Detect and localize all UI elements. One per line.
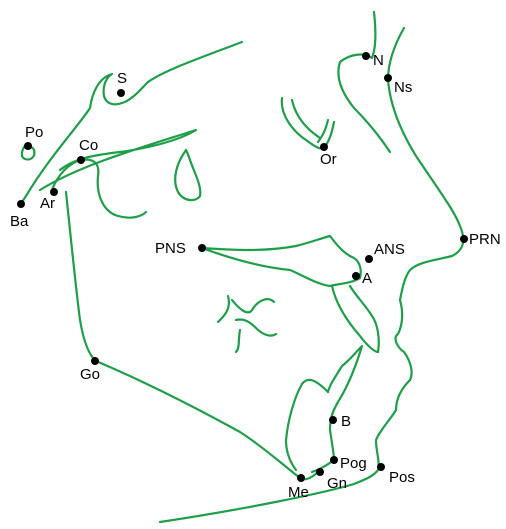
landmark-point-pog <box>330 456 338 464</box>
landmark-label-n: N <box>373 52 384 69</box>
soft-and-hard-tissue-tracings <box>18 10 465 524</box>
tongue-outline <box>216 294 278 354</box>
landmark-point-n <box>362 52 370 60</box>
landmark-labels: S Po Co Ba Ar N Ns Or PRN PNS ANS A Go B… <box>10 52 501 501</box>
pterygomaxillary-fissure <box>174 148 202 202</box>
zygomatic-arch-line <box>38 128 198 192</box>
sella-outline <box>18 72 150 207</box>
landmark-point-ans <box>365 255 373 263</box>
landmark-point-ar <box>50 188 58 196</box>
landmark-point-co <box>77 156 85 164</box>
landmark-label-pog: Pog <box>340 455 367 472</box>
landmark-label-go: Go <box>80 366 100 383</box>
landmark-point-pos <box>377 463 385 471</box>
landmark-label-a: A <box>362 270 372 287</box>
landmark-label-ns: Ns <box>394 79 412 96</box>
symphysis-outline <box>284 378 330 472</box>
landmark-label-gn: Gn <box>327 475 347 492</box>
upper-incisor-outline <box>330 284 380 354</box>
orbit-outline <box>280 96 326 150</box>
landmark-point-gn <box>316 468 324 476</box>
landmark-point-po <box>24 142 32 150</box>
landmark-point-s <box>117 89 125 97</box>
lower-lip-chin-outline <box>158 378 412 524</box>
landmark-label-ar: Ar <box>40 195 55 212</box>
landmark-point-or <box>320 143 328 151</box>
landmark-point-ns <box>384 74 392 82</box>
upper-lip-outline <box>394 298 413 382</box>
ramus-mandible-outline <box>64 190 322 481</box>
frontal-nasal-outline <box>337 10 392 154</box>
landmark-label-ba: Ba <box>10 213 29 230</box>
landmark-label-prn: PRN <box>469 231 501 248</box>
landmark-point-ba <box>17 200 25 208</box>
orbit-inner-curve <box>290 98 336 150</box>
lower-incisor-outline <box>310 344 364 474</box>
nasal-dorsum-line <box>386 26 465 302</box>
landmark-label-co: Co <box>79 137 98 154</box>
landmark-point-b <box>329 416 337 424</box>
landmark-label-pns: PNS <box>155 240 186 257</box>
landmark-point-a <box>352 272 360 280</box>
condyle-outline <box>50 158 148 219</box>
landmark-point-me <box>297 474 305 482</box>
landmark-point-pns <box>198 244 206 252</box>
landmark-label-me: Me <box>288 484 309 501</box>
landmark-point-go <box>91 357 99 365</box>
anterior-cranial-base-line <box>146 40 244 84</box>
landmark-label-ans: ANS <box>374 241 405 258</box>
landmark-points <box>17 52 468 482</box>
landmark-point-prn <box>460 235 468 243</box>
landmark-label-s: S <box>117 70 127 87</box>
landmark-label-b: B <box>341 413 351 430</box>
palatal-plane-outline <box>200 234 362 288</box>
landmark-label-po: Po <box>25 124 43 141</box>
landmark-label-pos: Pos <box>389 469 415 486</box>
landmark-label-or: Or <box>320 151 337 168</box>
